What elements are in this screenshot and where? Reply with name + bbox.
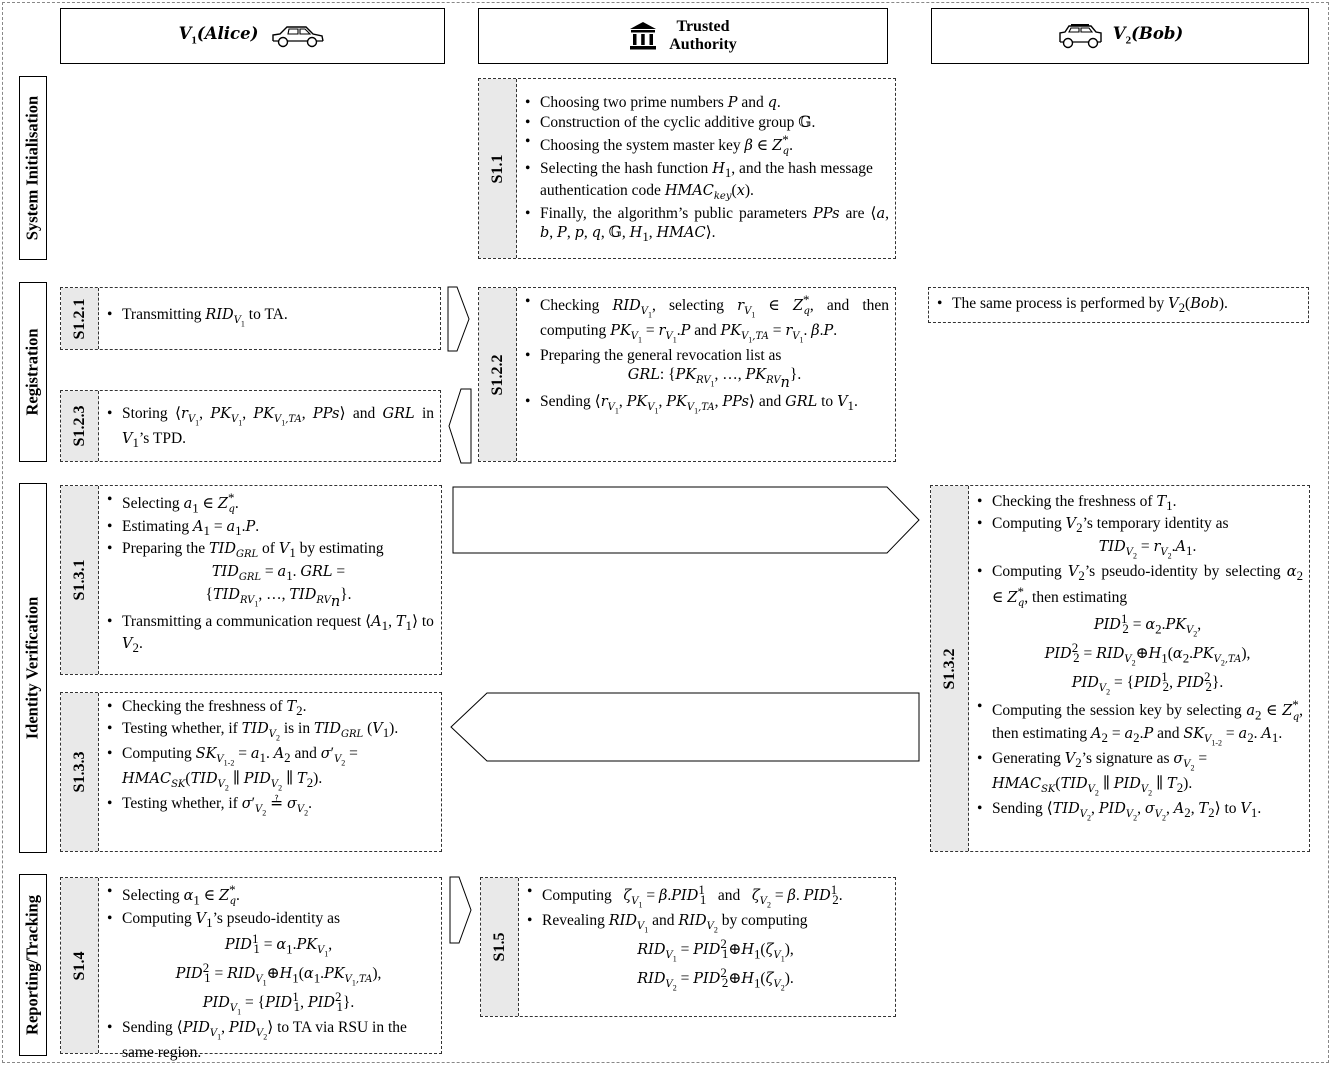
- list-item: Testing whether, if σ′V2 ≟ σV2.: [105, 794, 435, 819]
- list-item: Preparing the TIDGRL of V1 by estimating…: [105, 539, 435, 611]
- list-item: Computing V2’s pseudo-identity by select…: [975, 562, 1303, 698]
- list-item: Transmitting RIDV1 to TA.: [105, 305, 434, 330]
- list-item: Computing ζV1 = β.PID11 and ζV2 = β. PID…: [525, 882, 889, 911]
- list-item: Computing the session key by selecting a…: [975, 697, 1303, 749]
- ta-title-line2: Authority: [669, 36, 737, 53]
- step-s1-2-2: S1.2.2 Checking RIDV1, selecting rV1 ∈ Z…: [478, 287, 896, 462]
- suv-icon: [1059, 24, 1102, 49]
- step-s1-2-3: S1.2.3 Storing ⟨rV1, PKV1, PKV1,TA, PPs⟩…: [60, 390, 441, 462]
- bob-registration-note: The same process is performed by V2(Bob)…: [928, 287, 1309, 323]
- bank-icon: [630, 22, 657, 50]
- list-item: Generating V2’s signature as σV2 = HMACS…: [975, 749, 1303, 799]
- list-item: Sending ⟨rV1, PKV1, PKV1,TA, PPs⟩ and GR…: [523, 392, 889, 417]
- arrow-ta-to-alice-registration: [448, 388, 472, 464]
- list-item: Transmitting a communication request ⟨A1…: [105, 612, 435, 657]
- list-item: Choosing the system master key β ∈ Z*q.: [523, 132, 889, 159]
- list-item: Checking the freshness of T2.: [105, 697, 435, 719]
- phase-system-initialisation: System Initialisation: [19, 76, 47, 260]
- header-trusted-authority: Trusted Authority: [478, 8, 888, 64]
- list-item: Selecting a1 ∈ Z*q.: [105, 490, 435, 517]
- step-s1-2-1: S1.2.1 Transmitting RIDV1 to TA.: [60, 287, 441, 350]
- step-s1-3-2: S1.3.2 Checking the freshness of T1. Com…: [930, 485, 1310, 852]
- list-item: Selecting the hash function H1, and the …: [523, 159, 889, 204]
- list-item: Checking the freshness of T1.: [975, 492, 1303, 514]
- list-item: Testing whether, if TIDV2 is in TIDGRL (…: [105, 719, 435, 744]
- car-icon: [272, 26, 325, 48]
- list-item: Storing ⟨rV1, PKV1, PKV1,TA, PPs⟩ and GR…: [105, 404, 434, 451]
- list-item: Computing SKV1-2 = a1. A2 and σ′V2 = HMA…: [105, 744, 435, 794]
- list-item: Selecting α1 ∈ Z*q.: [105, 882, 435, 909]
- step-s1-4: S1.4 Selecting α1 ∈ Z*q. Computing V1’s …: [60, 877, 442, 1061]
- phase-registration: Registration: [19, 282, 47, 462]
- header-alice: V1(Alice): [60, 8, 445, 64]
- list-item: Computing V2’s temporary identity asTIDV…: [975, 514, 1303, 561]
- arrow-alice-to-ta-reporting: [449, 876, 472, 944]
- phase-identity-verification: Identity Verification: [19, 483, 47, 853]
- step-s1-3-1: S1.3.1 Selecting a1 ∈ Z*q. Estimating A1…: [60, 485, 442, 675]
- list-item: Estimating A1 = a1.P.: [105, 517, 435, 539]
- arrow-alice-to-ta-registration: [447, 286, 470, 352]
- step-s1-1: S1.1 Choosing two prime numbers P and q.…: [478, 78, 896, 259]
- list-item: Preparing the general revocation list as…: [523, 346, 889, 392]
- list-item: Revealing RIDV1 and RIDV2 by computingRI…: [525, 911, 889, 994]
- list-item: Checking RIDV1, selecting rV1 ∈ Z*q, and…: [523, 292, 889, 346]
- step-s1-3-3: S1.3.3 Checking the freshness of T2. Tes…: [60, 692, 442, 852]
- phase-reporting-tracking: Reporting/Tracking: [19, 874, 47, 1056]
- arrow-alice-to-bob-request: [452, 486, 920, 554]
- list-item: The same process is performed by V2(Bob)…: [935, 294, 1302, 316]
- arrow-bob-to-alice-response: [450, 692, 920, 762]
- list-item: Choosing two prime numbers P and q.: [523, 93, 889, 113]
- list-item: Construction of the cyclic additive grou…: [523, 113, 889, 133]
- list-item: Sending ⟨TIDV2, PIDV2, σV2, A2, T2⟩ to V…: [975, 799, 1303, 824]
- list-item: Finally, the algorithm’s public paramete…: [523, 204, 889, 246]
- header-bob: V2(Bob): [931, 8, 1309, 64]
- ta-title-line1: Trusted: [676, 17, 730, 35]
- list-item: Sending ⟨PIDV1, PIDV2⟩ to TA via RSU in …: [105, 1018, 435, 1062]
- step-s1-5: S1.5 Computing ζV1 = β.PID11 and ζV2 = β…: [480, 877, 896, 1017]
